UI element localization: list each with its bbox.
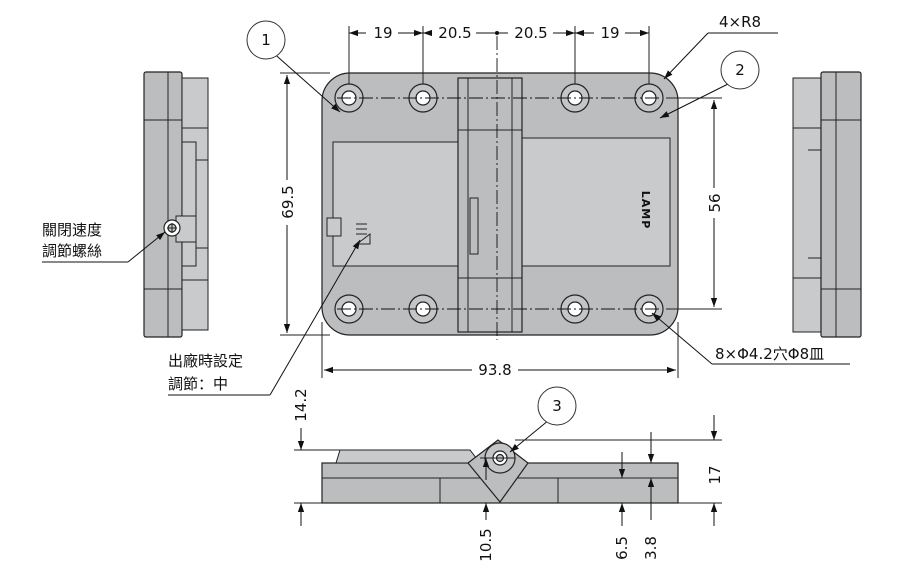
right-side-view (792, 71, 862, 338)
dimension-labels: 19 20.5 20.5 19 4×R8 69.5 56 93.8 8×Φ4.2… (279, 13, 824, 562)
dim-holes: 8×Φ4.2穴Φ8皿 (715, 345, 824, 363)
dimension-lines (42, 26, 850, 453)
dim-width-938: 93.8 (478, 361, 511, 379)
speed-note-line2: 調節螺絲 (42, 242, 102, 260)
dim-top-19-right: 19 (600, 24, 619, 42)
balloon-3-label: 3 (552, 397, 562, 415)
mounting-hole (408, 83, 438, 113)
dim-top-19-left: 19 (373, 24, 392, 42)
bottom-dimension-lines (294, 415, 722, 526)
notes: 關閉速度 調節螺絲 出廠時設定 調節：中 (42, 221, 243, 393)
factory-note-line2: 調節：中 (168, 375, 228, 393)
dim-top-205-right: 20.5 (514, 24, 547, 42)
dim-height-56: 56 (706, 193, 724, 212)
balloon-1-label: 1 (261, 31, 271, 49)
balloon-1: 1 (246, 20, 286, 60)
speed-note-line1: 關閉速度 (42, 221, 102, 239)
dim-corner-radius: 4×R8 (719, 13, 761, 31)
front-view: LAMP (321, 36, 679, 340)
factory-note-line1: 出廠時設定 (168, 352, 243, 370)
bottom-view (321, 439, 679, 504)
balloon-3: 3 (537, 386, 577, 426)
dim-side-38: 3.8 (642, 536, 660, 560)
mounting-hole (408, 294, 438, 324)
dim-side-105: 10.5 (477, 528, 495, 561)
dim-height-695: 69.5 (279, 185, 297, 218)
left-side-view (143, 71, 209, 338)
balloon-2-label: 2 (735, 61, 745, 79)
dim-side-17: 17 (706, 465, 724, 484)
balloon-2: 2 (720, 50, 760, 90)
lamp-logo: LAMP (639, 191, 652, 230)
dim-side-65: 6.5 (613, 536, 631, 560)
dim-top-205-left: 20.5 (438, 24, 471, 42)
dim-side-142: 14.2 (292, 388, 310, 421)
